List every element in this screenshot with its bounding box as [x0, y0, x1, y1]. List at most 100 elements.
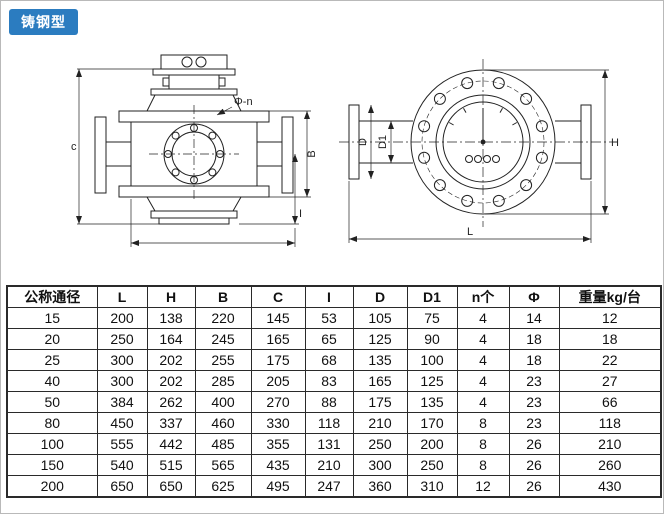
table-cell: 25: [6, 349, 98, 371]
table-cell: 118: [304, 412, 354, 434]
column-header: H: [146, 285, 196, 308]
table-cell: 200: [96, 307, 148, 329]
dim-label-d: D: [357, 138, 369, 146]
table-cell: 285: [194, 370, 252, 392]
table-cell: 8: [456, 433, 510, 455]
column-header: I: [304, 285, 354, 308]
table-cell: 18: [508, 349, 560, 371]
table-cell: 175: [250, 349, 306, 371]
table-cell: 165: [352, 370, 408, 392]
front-view-drawing: c Φ-n B I: [71, 54, 318, 247]
type-badge: 铸钢型: [9, 9, 78, 35]
table-cell: 164: [146, 328, 196, 350]
table-cell: 200: [406, 433, 458, 455]
table-cell: 355: [250, 433, 306, 455]
table-cell: 4: [456, 349, 510, 371]
table-cell: 88: [304, 391, 354, 413]
front-view-labels: c Φ-n B I: [71, 96, 318, 220]
table-cell: 450: [96, 412, 148, 434]
table-cell: 220: [194, 307, 252, 329]
table-cell: 131: [304, 433, 354, 455]
table-cell: 250: [96, 328, 148, 350]
table-cell: 100: [406, 349, 458, 371]
table-cell: 330: [250, 412, 306, 434]
table-cell: 125: [406, 370, 458, 392]
table-cell: 53: [304, 307, 354, 329]
table-cell: 205: [250, 370, 306, 392]
table-cell: 23: [508, 412, 560, 434]
table-cell: 210: [558, 433, 662, 455]
table-cell: 80: [6, 412, 98, 434]
table-cell: 175: [352, 391, 408, 413]
drawings-area: c Φ-n B I: [1, 41, 663, 281]
dim-label-b: B: [306, 150, 318, 157]
column-header: L: [96, 285, 148, 308]
table-cell: 135: [352, 349, 408, 371]
table-cell: 442: [146, 433, 196, 455]
table-cell: 90: [406, 328, 458, 350]
column-header: 公称通径: [6, 285, 98, 308]
dim-label-phi-n: Φ-n: [234, 96, 253, 108]
table-cell: 18: [508, 328, 560, 350]
table-cell: 4: [456, 328, 510, 350]
table-cell: 270: [250, 391, 306, 413]
table-cell: 15: [6, 307, 98, 329]
table-cell: 23: [508, 370, 560, 392]
table-cell: 8: [456, 412, 510, 434]
table-cell: 430: [558, 475, 662, 497]
table-cell: 202: [146, 349, 196, 371]
table-cell: 145: [250, 307, 306, 329]
table-cell: 12: [558, 307, 662, 329]
table-cell: 170: [406, 412, 458, 434]
table-cell: 118: [558, 412, 662, 434]
table-cell: 435: [250, 454, 306, 476]
table-cell: 260: [558, 454, 662, 476]
table-cell: 4: [456, 370, 510, 392]
table-cell: 540: [96, 454, 148, 476]
column-header: n个: [456, 285, 510, 308]
table-cell: 100: [6, 433, 98, 455]
table-cell: 26: [508, 475, 560, 497]
table-cell: 138: [146, 307, 196, 329]
table-cell: 20: [6, 328, 98, 350]
table-cell: 250: [352, 433, 408, 455]
table-cell: 262: [146, 391, 196, 413]
table-cell: 200: [6, 475, 98, 497]
table-cell: 360: [352, 475, 408, 497]
table-cell: 625: [194, 475, 252, 497]
table-cell: 65: [304, 328, 354, 350]
table-cell: 495: [250, 475, 306, 497]
table-cell: 135: [406, 391, 458, 413]
table-cell: 68: [304, 349, 354, 371]
front-view-dimensions: [76, 68, 311, 247]
side-view-drawing: D D1 H L: [339, 59, 619, 243]
side-view-labels: D D1 H L: [357, 135, 619, 238]
table-cell: 485: [194, 433, 252, 455]
table-cell: 555: [96, 433, 148, 455]
table-cell: 400: [194, 391, 252, 413]
column-header: D: [352, 285, 408, 308]
dim-label-c: c: [71, 141, 77, 153]
table-cell: 210: [352, 412, 408, 434]
table-cell: 4: [456, 307, 510, 329]
table-cell: 105: [352, 307, 408, 329]
table-cell: 18: [558, 328, 662, 350]
table-cell: 23: [508, 391, 560, 413]
table-cell: 310: [406, 475, 458, 497]
table-cell: 565: [194, 454, 252, 476]
table-cell: 8: [456, 454, 510, 476]
table-cell: 4: [456, 391, 510, 413]
table-cell: 125: [352, 328, 408, 350]
table-cell: 337: [146, 412, 196, 434]
dim-label-i: I: [299, 208, 302, 220]
